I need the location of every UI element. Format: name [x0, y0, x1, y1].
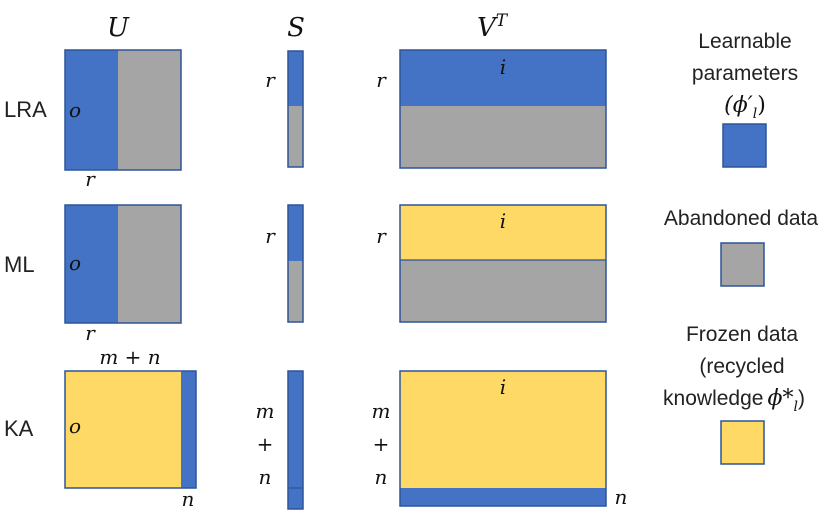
s-ka-side-m: m	[256, 399, 275, 423]
u-ka-border	[64, 370, 197, 489]
u-matrix-ml	[64, 204, 182, 324]
s-lra-learnable	[288, 51, 303, 106]
u-ka-frozen	[65, 371, 181, 488]
u-matrix-lra	[64, 49, 182, 171]
legend: Learnable parameters (ϕ′l) Abandoned dat…	[663, 30, 818, 465]
vt-matrix-ka	[399, 370, 607, 507]
vt-lra-learnable	[400, 50, 606, 106]
u-lra-border	[64, 49, 182, 171]
legend-learnable-line1: Learnable	[698, 30, 791, 53]
u-lra-inner-label: o	[69, 98, 81, 122]
vt-lra-border	[399, 49, 607, 169]
u-ml-learnable	[65, 205, 118, 323]
u-lra-below-label: r	[85, 167, 96, 191]
vt-ml-side-label: r	[376, 224, 387, 248]
s-ka-learnable	[288, 371, 303, 509]
u-matrix-ka	[64, 370, 197, 489]
vt-matrix-lra	[399, 49, 607, 169]
vt-ka-frozen	[400, 371, 606, 488]
vt-ml-border	[399, 204, 607, 323]
u-lra-learnable	[65, 50, 118, 170]
vt-ml-inner-label: i	[500, 209, 506, 233]
legend-learnable-symbol-main: (ϕ′	[724, 93, 753, 118]
row-label-ka: KA	[4, 416, 34, 441]
legend-learnable-swatch	[722, 123, 767, 168]
vt-ml-frozen	[400, 205, 606, 260]
row-label-lra: LRA	[4, 97, 47, 122]
u-lra-abandoned	[118, 50, 181, 170]
legend-frozen-line2: (recycled	[699, 355, 784, 378]
u-ml-border	[64, 204, 182, 324]
vt-lra-abandoned	[400, 106, 606, 168]
vt-ka-learnable	[400, 488, 606, 506]
header-vt-sup: T	[496, 11, 509, 31]
legend-frozen-swatch	[720, 420, 765, 465]
s-ml-border	[287, 204, 304, 323]
s-lra-side-label: r	[265, 68, 276, 92]
s-ka-side-plus: +	[257, 432, 274, 456]
legend-learnable-symbol-sub: l	[753, 106, 757, 122]
u-ka-learnable	[181, 371, 196, 488]
vt-matrix-ml	[399, 204, 607, 323]
u-ka-below-label: n	[182, 487, 195, 511]
s-matrix-ka	[287, 370, 304, 510]
row-label-ml: ML	[4, 252, 35, 277]
vt-ka-below-label: n	[615, 485, 628, 509]
s-ka-border	[287, 370, 304, 510]
s-matrix-lra	[287, 50, 304, 168]
s-ml-abandoned	[288, 261, 303, 322]
s-ml-learnable	[288, 205, 303, 261]
u-ml-abandoned	[118, 205, 181, 323]
header-vt: VT	[477, 11, 509, 43]
vt-lra-side-label: r	[376, 68, 387, 92]
s-matrix-ml	[287, 204, 304, 323]
legend-learnable-line2: parameters	[692, 62, 798, 85]
header-u: U	[107, 13, 130, 43]
legend-frozen-line3-text: knowledge	[663, 387, 763, 410]
legend-frozen-symbol-close: )	[798, 387, 805, 410]
legend-frozen-symbol: ϕ*	[767, 386, 793, 411]
header-vt-base: V	[477, 13, 498, 43]
u-ka-inner-label: o	[69, 414, 81, 438]
s-ka-side-n: n	[259, 465, 272, 489]
vt-lra-inner-label: i	[500, 55, 506, 79]
vt-ka-inner-label: i	[500, 375, 506, 399]
u-ml-inner-label: o	[69, 251, 81, 275]
vt-ka-side-plus: +	[373, 432, 390, 456]
legend-abandoned-swatch	[720, 242, 765, 287]
s-lra-abandoned	[288, 106, 303, 167]
s-ml-side-label: r	[265, 224, 276, 248]
vt-ka-side-m: m	[372, 399, 391, 423]
u-ka-above-label: m + n	[99, 345, 160, 369]
legend-frozen-symbol-sub: l	[793, 399, 797, 415]
vt-ka-border	[399, 370, 607, 507]
legend-learnable-symbol: (ϕ′l)	[724, 93, 766, 122]
legend-learnable-symbol-close: )	[757, 93, 766, 118]
legend-frozen-line1: Frozen data	[686, 323, 798, 346]
legend-abandoned-label: Abandoned data	[664, 207, 818, 230]
vt-ml-abandoned	[400, 260, 606, 322]
header-s: S	[287, 13, 305, 43]
s-lra-border	[287, 50, 304, 168]
vt-ka-side-n: n	[375, 465, 388, 489]
u-ml-below-label: r	[85, 321, 96, 345]
